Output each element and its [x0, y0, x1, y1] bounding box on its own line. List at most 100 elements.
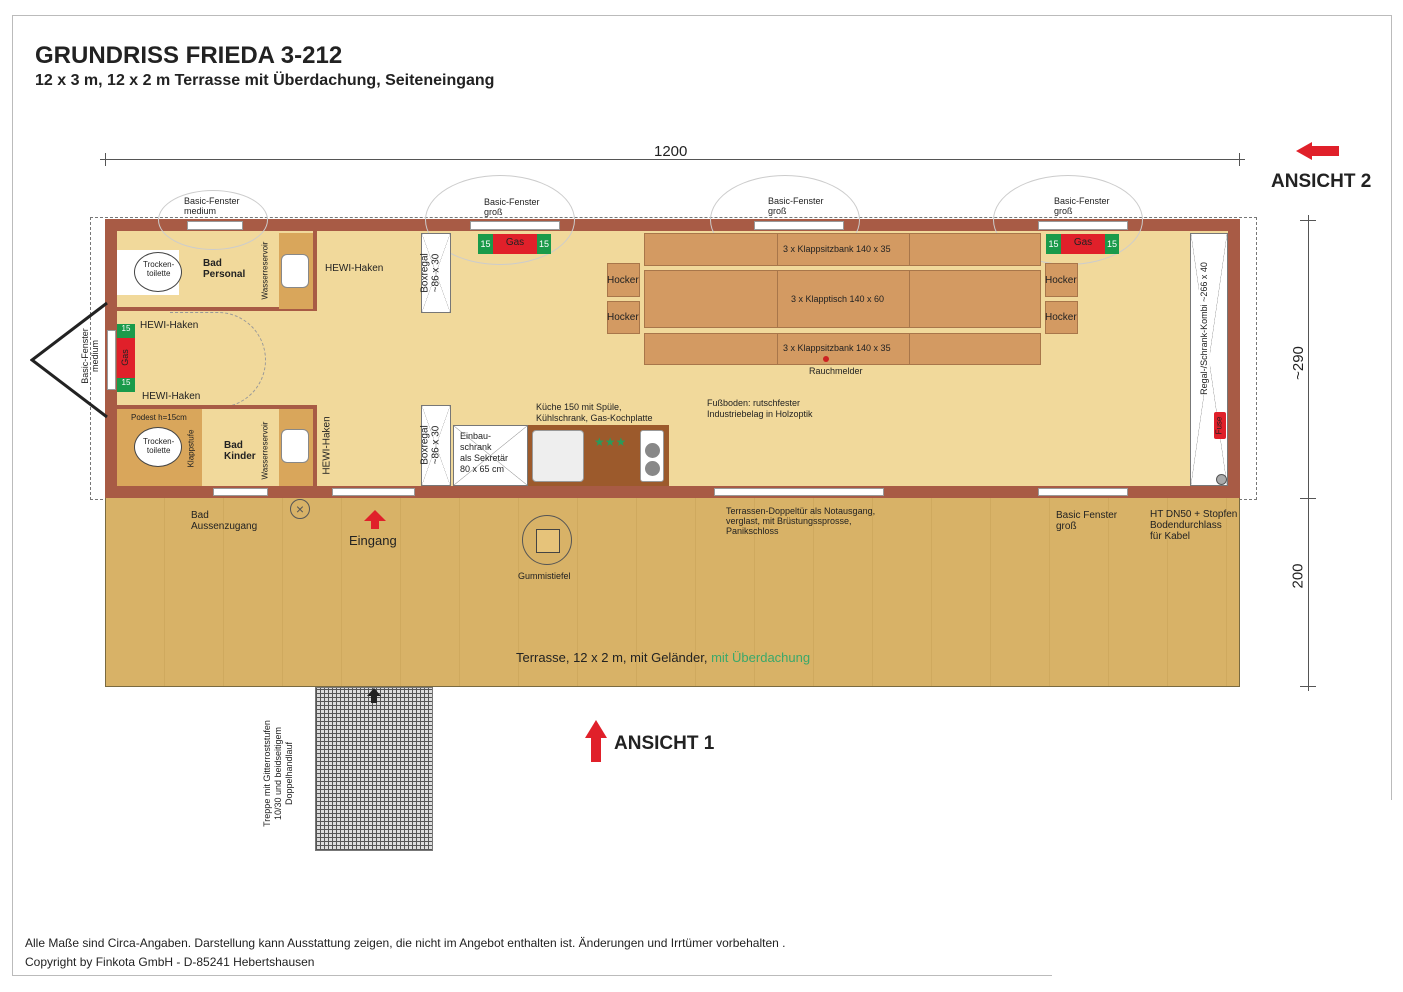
- gas-cylinder-num: 15: [117, 324, 135, 338]
- stove-icon: [640, 430, 664, 482]
- box-shelf-2: [421, 405, 451, 486]
- bath-exterior-access: Bad Aussenzugang: [191, 510, 258, 532]
- window-label-2: Basic-Fenster groß: [484, 197, 540, 217]
- box-shelf-label-1: Boxregal ~86 x 30: [419, 253, 442, 293]
- side-door-swing: [29, 300, 110, 420]
- window-bottom-right[interactable]: [1038, 488, 1128, 496]
- toilet-label-2: Trocken- toilette: [143, 437, 175, 455]
- door-swing: [170, 312, 266, 408]
- terrace-label: Terrasse, 12 x 2 m, mit Geländer, mit Üb…: [516, 651, 810, 665]
- frame-top: [12, 15, 1392, 16]
- podest-label: Podest h=15cm: [131, 413, 187, 422]
- arrow-left-icon: [1296, 142, 1312, 160]
- side-door-icon: [29, 301, 108, 419]
- boot-rack-center: [536, 529, 560, 553]
- frame-right: [1391, 15, 1392, 800]
- shelf-cabinet-label: Regal-/Schrank-Kombi ~266 x 40: [1198, 262, 1210, 395]
- window-swing: [425, 175, 575, 265]
- sink-icon: [281, 429, 309, 463]
- toilet-icon: [134, 427, 182, 467]
- smoke-detector-icon: [823, 356, 829, 362]
- hook-label-1: HEWI-Haken: [325, 263, 384, 274]
- hook-label-2: HEWI-Haken: [140, 320, 199, 331]
- stairs-label: Treppe mit Gitterroststufen 10/30 und be…: [261, 720, 294, 827]
- dimension-tick: [1300, 498, 1316, 499]
- table: [644, 270, 1041, 328]
- smoke-detector-label: Rauchmelder: [809, 366, 863, 376]
- window-label-4: Basic-Fenster groß: [1054, 196, 1110, 216]
- wall-top: [105, 219, 1240, 231]
- cabinet-label: Einbau- schrank als Sekretär 80 x 65 cm: [460, 431, 509, 474]
- dimension-tick: [1300, 220, 1316, 221]
- gas-num: 15: [1105, 234, 1119, 254]
- drain-label: HT DN50 + Stopfen Bodendurchlass für Kab…: [1150, 509, 1238, 542]
- stool: [607, 301, 640, 334]
- window-label-3: Basic-Fenster groß: [768, 196, 824, 216]
- wall-right: [1228, 219, 1240, 498]
- stool-label: Hocker: [1045, 312, 1077, 323]
- gas-num: 15: [478, 234, 493, 254]
- room-bath-kinder: Bad Kinder: [224, 440, 256, 462]
- stool: [607, 263, 640, 297]
- terrace-double-door[interactable]: [714, 488, 884, 496]
- dimension-line-depth: [1308, 215, 1309, 691]
- sink-icon: [281, 254, 309, 288]
- dimension-terrace-depth: 200: [1289, 563, 1307, 589]
- gas-label-side: Gas: [119, 349, 130, 366]
- arrow-up-icon: [585, 720, 607, 738]
- entrance-door-opening[interactable]: [332, 488, 415, 496]
- dimension-house-depth: ~290: [1289, 346, 1307, 380]
- floor-label: Fußboden: rutschfester Industriebelag in…: [707, 398, 813, 419]
- light-icon: ×: [290, 499, 310, 519]
- dimension-width: 1200: [654, 143, 688, 160]
- window-swing: [158, 190, 268, 250]
- burner: [645, 443, 660, 458]
- arrow-shaft: [371, 695, 377, 703]
- stool-label: Hocker: [607, 312, 639, 323]
- disclaimer: Alle Maße sind Circa-Angaben. Darstellun…: [25, 936, 786, 950]
- stairs-up-arrow-icon: [367, 688, 381, 696]
- dimension-tick: [1300, 686, 1316, 687]
- table-label: 3 x Klapptisch 140 x 60: [791, 294, 885, 304]
- burner: [645, 461, 660, 476]
- stool: [1045, 301, 1078, 334]
- dimension-line-width: [100, 159, 1245, 160]
- bench-top: [644, 233, 1041, 266]
- gas-num: 15: [1046, 234, 1061, 254]
- toilet-label-1: Trocken- toilette: [143, 260, 175, 278]
- gas-cylinder-left-side: [117, 338, 135, 378]
- fuse-label: Fuse: [1214, 416, 1224, 435]
- boots-label: Gummistiefel: [518, 571, 571, 581]
- gas-cylinder-left: Gas: [493, 234, 537, 254]
- entrance-arrow-icon: [364, 510, 386, 521]
- terrace-window-label: Basic Fenster groß: [1056, 510, 1118, 532]
- room-bath-personal: Bad Personal: [203, 258, 246, 280]
- window-side[interactable]: [107, 330, 116, 390]
- gas-num: 15: [537, 234, 551, 254]
- bench-top-label: 3 x Klappsitzbank 140 x 35: [783, 244, 891, 254]
- terrace-floor: [105, 497, 1240, 687]
- drain-icon: [1216, 474, 1227, 485]
- stars-icon: ★★★: [594, 435, 627, 449]
- built-in-cabinet: [453, 425, 528, 486]
- stairs: [315, 687, 433, 851]
- frame-bottom: [12, 975, 1052, 976]
- toilet-icon: [134, 252, 182, 292]
- bath-personal: [117, 231, 317, 311]
- terrace-label-text: Terrasse, 12 x 2 m, mit Geländer,: [516, 650, 708, 665]
- entrance-label[interactable]: Eingang: [349, 533, 397, 548]
- page-title: GRUNDRISS FRIEDA 3-212: [35, 42, 343, 69]
- box-shelf-label-2: Boxregal ~86 x 30: [419, 425, 442, 465]
- gas-cylinder-num: 15: [117, 378, 135, 392]
- double-door-label: Terrassen-Doppeltür als Notausgang, verg…: [726, 506, 876, 536]
- arrow-shaft: [591, 737, 601, 762]
- window-bottom-bath[interactable]: [213, 488, 268, 496]
- stool-label: Hocker: [607, 275, 639, 286]
- window-label-1: Basic-Fenster medium: [184, 196, 240, 216]
- copyright: Copyright by Finkota GmbH - D-85241 Hebe…: [25, 955, 315, 969]
- boot-rack-icon: [522, 515, 572, 565]
- stool-label: Hocker: [1045, 275, 1077, 286]
- view2-label: ANSICHT 2: [1271, 171, 1372, 192]
- terrace-roof-text: mit Überdachung: [711, 650, 811, 665]
- sink-icon: [532, 430, 584, 482]
